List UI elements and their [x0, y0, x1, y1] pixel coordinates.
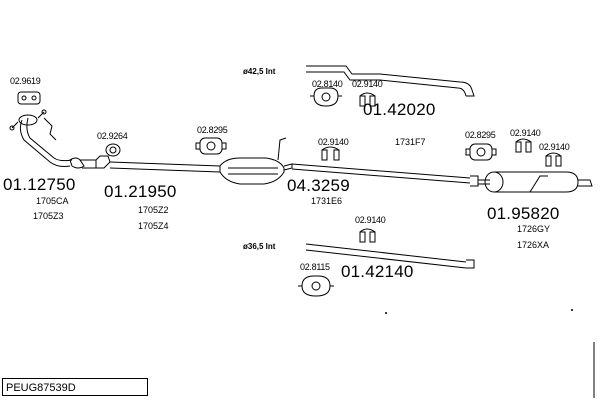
catalog-code-box: PEUG87539D [2, 378, 148, 396]
fitting-02-9264-drawing [105, 143, 121, 157]
fitting-number: 02.9140 [352, 79, 383, 89]
middle-pipe-drawing [95, 155, 221, 173]
oem-reference: 1726XA [517, 240, 550, 250]
fitting-number: 02.8295 [197, 125, 228, 135]
oem-reference: 1705Z2 [138, 205, 169, 215]
part-number-rear-silencer: 01.95820 [487, 204, 560, 223]
oem-reference: 1705Z3 [33, 211, 64, 221]
part-number-front-pipe: 01.12750 [3, 175, 76, 194]
fitting-02-8295-right-drawing [465, 143, 497, 161]
rear-silencer-drawing [478, 171, 593, 193]
diameter-note-lower: ø36,5 Int [243, 242, 276, 251]
catalyst-drawing [219, 137, 293, 185]
part-number-middle-pipe: 01.21950 [104, 182, 177, 201]
part-number-upper-pipe: 01.42020 [363, 100, 436, 119]
connecting-pipe-drawing [291, 163, 479, 187]
fitting-number: 02.9140 [318, 137, 349, 147]
oem-reference: 1731F7 [395, 137, 426, 147]
fitting-number: 02.9140 [539, 142, 570, 152]
fitting-02-9140-upper-drawing [359, 92, 376, 107]
fitting-02-9140-right-a-drawing [515, 138, 532, 153]
fitting-02-9140-centre-drawing [321, 146, 340, 161]
upper-pipe-drawing [306, 65, 475, 97]
oem-reference: 1705Z4 [138, 221, 169, 231]
front-pipe-drawing [9, 109, 97, 169]
fitting-number: 02.9264 [97, 131, 128, 141]
fitting-number: 02.8115 [300, 262, 330, 272]
fitting-number: 02.9619 [10, 76, 41, 86]
oem-reference: 1731E6 [311, 196, 343, 206]
part-number-catalyst: 04.3259 [287, 176, 350, 195]
diameter-note-upper: ø42,5 Int [243, 67, 276, 76]
dot-marker [385, 312, 387, 314]
fitting-02-9140-right-b-drawing [545, 152, 562, 167]
fitting-number: 02.9140 [510, 128, 541, 138]
catalog-code: PEUG87539D [6, 382, 76, 394]
fitting-number: 02.8295 [465, 130, 496, 140]
part-number-lower-pipe: 01.42140 [341, 262, 414, 281]
fitting-number: 02.8140 [312, 79, 343, 89]
dot-marker [571, 309, 573, 311]
fitting-02-9619-drawing [17, 91, 57, 141]
fitting-02-8115-drawing [298, 275, 334, 297]
fitting-02-9140-lower-drawing [359, 228, 376, 243]
lower-pipe-drawing [305, 243, 475, 269]
fitting-02-8295-left-drawing [195, 137, 227, 155]
oem-reference: 1726GY [517, 224, 551, 234]
fitting-number: 02.9140 [355, 215, 386, 225]
fitting-02-8140-drawing [310, 87, 342, 107]
oem-reference: 1705CA [36, 196, 69, 206]
